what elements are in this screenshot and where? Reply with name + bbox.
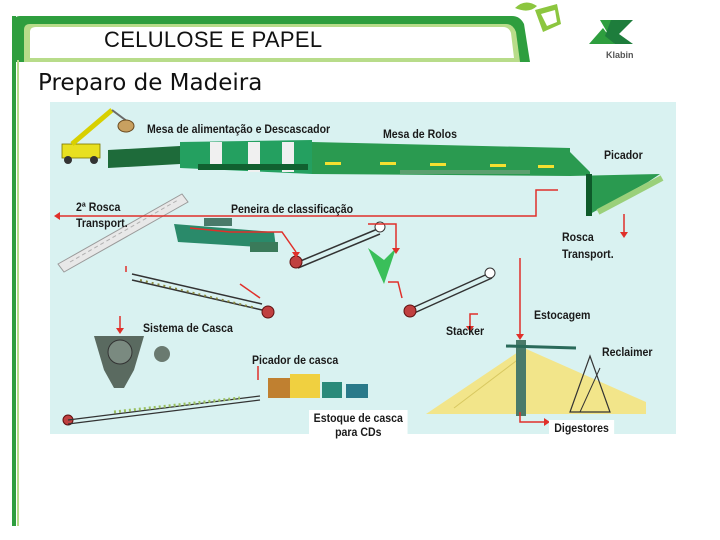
log-loader-crane-icon — [61, 108, 135, 164]
bark-chipper-icon — [268, 374, 368, 398]
label-mesa-alimentacao: Mesa de alimentação e Descascador — [147, 122, 331, 136]
label-stacker: Stacker — [446, 324, 485, 338]
label-digestores: Digestores — [549, 420, 615, 436]
debarker-drum-icon — [108, 140, 312, 174]
label-rosca-line2: Transport. — [562, 247, 614, 261]
label-rosca-2-line2: Transport. — [76, 216, 128, 230]
label-estocagem: Estocagem — [534, 308, 591, 322]
classification-screen-icon — [174, 218, 278, 252]
process-diagram: Mesa de alimentação e Descascador Mesa d… — [50, 102, 676, 434]
belt-conveyor-1-icon — [297, 221, 386, 269]
label-estoque-casca: Estoque de casca para CDs — [309, 410, 408, 440]
flow-arrowheads — [54, 212, 628, 426]
bark-bottom-conveyor-icon — [67, 395, 261, 425]
label-rosca-line1: Rosca — [562, 230, 594, 244]
screw-conveyor-2-icon — [57, 193, 189, 273]
klabin-logo — [515, 2, 633, 44]
label-picador: Picador — [604, 148, 643, 162]
v-splitter-icon — [368, 248, 396, 284]
bark-hopper-icon — [94, 336, 170, 388]
label-estoque-line1: Estoque de casca — [313, 411, 403, 425]
logo-wordmark: Klabin — [606, 50, 634, 60]
label-picador-casca: Picador de casca — [252, 353, 339, 367]
label-mesa-rolos: Mesa de Rolos — [383, 127, 457, 141]
label-rosca-2-line1: 2ª Rosca — [76, 200, 121, 214]
chip-pile-icon — [426, 340, 646, 416]
page-title: CELULOSE E PAPEL — [104, 27, 323, 52]
flow-arrows — [60, 189, 625, 423]
label-sistema-casca: Sistema de Casca — [143, 321, 233, 335]
chipper-icon — [570, 152, 664, 216]
label-peneira: Peneira de classificação — [231, 202, 354, 216]
label-reclaimer: Reclaimer — [602, 345, 653, 359]
roll-table-icon — [312, 142, 570, 176]
bark-belt-conveyor-icon — [131, 273, 263, 311]
section-subtitle: Preparo de Madeira — [38, 70, 263, 96]
belt-conveyor-2-icon — [411, 267, 496, 315]
header-bar — [14, 16, 530, 62]
left-accent-rule — [0, 0, 20, 540]
label-estoque-line2: para CDs — [335, 425, 382, 439]
